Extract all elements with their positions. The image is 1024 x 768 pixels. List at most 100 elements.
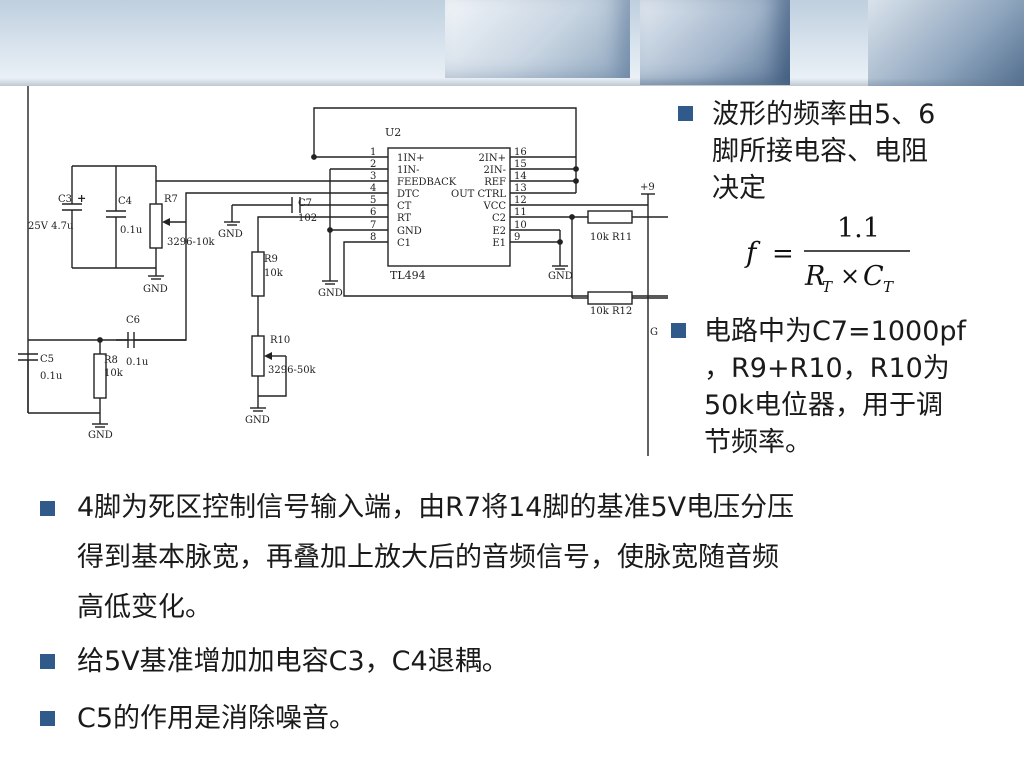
formula-c-subscript: T	[883, 278, 894, 296]
ic-pin-name: GND	[397, 226, 422, 237]
ic-pin-name: VCC	[482, 201, 506, 212]
ic-pin-name: 1IN+	[397, 153, 424, 164]
c3-value: 25V 4.7u	[28, 221, 74, 232]
bullet-frequency: 波形的频率由5、6 脚所接电容、电阻 决定	[678, 96, 1008, 207]
bullet-square-icon	[678, 106, 693, 121]
ic-pin-number: 10	[514, 220, 527, 231]
c7-value: 102	[298, 213, 317, 224]
ic-pin-number: 4	[370, 183, 376, 194]
tl494-circuit-diagram: U2 TL494 11IN+21IN-3FEEDBACK4DTC5CT6RT7G…	[18, 86, 668, 456]
ic-pin-name: 2IN+	[479, 153, 506, 164]
ic-left-pins	[366, 156, 388, 243]
formula-times: ×	[840, 262, 860, 290]
bullet-line: 决定	[712, 173, 766, 204]
bullet-line: 高低变化。	[77, 592, 212, 623]
slide-header-banner	[0, 0, 1024, 86]
bullet-square-icon	[40, 654, 55, 669]
r7-label: R7	[164, 194, 178, 205]
header-cube-decoration	[868, 0, 1024, 86]
bullet-text: 给5V基准增加加电容C3，C4退耦。	[77, 646, 509, 677]
r7-value: 3296-10k	[167, 237, 216, 248]
ic-pin-number: 1	[370, 147, 376, 158]
bullet-text: 电路中为C7=1000pf ，R9+R10，R10为 50k电位器，用于调 节频…	[704, 313, 966, 461]
ic-pin-number: 9	[514, 232, 520, 243]
bullet-line: ，R9+R10，R10为	[704, 353, 950, 384]
c4-value: 0.1u	[120, 225, 143, 236]
formula-r-subscript: T	[822, 278, 833, 296]
r8-value: 10k	[104, 368, 124, 379]
ic-pin-number: 7	[370, 220, 376, 231]
bullet-text: 波形的频率由5、6 脚所接电容、电阻 决定	[712, 96, 935, 207]
ic-pin-number: 15	[514, 159, 527, 170]
ic-pin-name: 2IN-	[484, 165, 506, 176]
bullet-square-icon	[40, 501, 55, 516]
header-shadow	[0, 78, 1024, 86]
gnd-label: GND	[218, 229, 243, 240]
bullet-noise: C5的作用是消除噪音。	[40, 697, 1000, 741]
edge-gnd-fragment: G	[650, 327, 658, 338]
ic-pin-number: 8	[370, 232, 376, 243]
gnd-label: GND	[318, 288, 343, 299]
ic-pin-name: C1	[397, 238, 411, 249]
ic-pin-name: DTC	[397, 189, 420, 200]
c3-label: C3	[58, 194, 72, 205]
c6-label: C6	[126, 315, 140, 326]
r10-value: 3296-50k	[268, 365, 317, 376]
bullet-text: 4脚为死区控制信号输入端，由R7将14脚的基准5V电压分压 得到基本脉宽，再叠加…	[77, 483, 794, 633]
ic-pin-number: 12	[514, 195, 527, 206]
ic-ref-label: U2	[385, 126, 401, 139]
formula-equals: =	[772, 239, 794, 269]
ic-pin-number: 14	[514, 171, 527, 182]
r10-label: R10	[270, 335, 290, 346]
c5-value: 0.1u	[40, 371, 63, 382]
ic-pin-number: 5	[370, 195, 376, 206]
c7-label: C7	[298, 198, 312, 209]
r9-value: 10k	[264, 268, 284, 279]
ic-pin-name: REF	[484, 177, 506, 188]
formula-f: f	[744, 236, 761, 269]
ic-pin-number: 11	[514, 207, 527, 218]
ic-pin-name: FEEDBACK	[397, 177, 457, 188]
tl494-ic-body	[387, 147, 511, 267]
c5-label: C5	[40, 354, 54, 365]
bullet-line: 得到基本脉宽，再叠加上放大后的音频信号，使脉宽随音频	[77, 542, 779, 573]
ic-pin-name: OUT CTRL	[451, 189, 506, 200]
bullet-line: 4脚为死区控制信号输入端，由R7将14脚的基准5V电压分压	[77, 492, 795, 523]
gnd-label: GND	[548, 271, 573, 282]
ic-pin-number: 2	[370, 159, 376, 170]
c3-polarity-mark: +	[77, 192, 86, 205]
r8-label: R8	[104, 355, 118, 366]
r9-label: R9	[264, 254, 278, 265]
c4-label: C4	[118, 196, 132, 207]
bullet-line: 电路中为C7=1000pf	[704, 316, 967, 347]
ic-pin-name: E2	[492, 226, 506, 237]
ic-pin-name: CT	[397, 201, 412, 212]
ic-right-pins	[510, 156, 535, 243]
ic-pin-number: 6	[370, 207, 376, 218]
ic-pin-name: C2	[492, 213, 506, 224]
bullet-line: 节频率。	[704, 427, 812, 458]
formula-c: C	[863, 261, 884, 292]
header-cube-decoration	[445, 0, 630, 78]
gnd-label: GND	[143, 284, 168, 295]
bullet-circuit-values: 电路中为C7=1000pf ，R9+R10，R10为 50k电位器，用于调 节频…	[671, 313, 1021, 461]
ic-pin-number: 13	[514, 183, 527, 194]
formula-numerator: 1.1	[837, 213, 880, 244]
header-cube-decoration	[640, 0, 790, 85]
bullet-line: 脚所接电容、电阻	[712, 136, 928, 167]
gnd-label: GND	[245, 415, 270, 426]
vplus-label: +9	[640, 182, 655, 193]
bullet-decoupling: 给5V基准增加加电容C3，C4退耦。	[40, 640, 1000, 684]
c6-value: 0.1u	[126, 357, 149, 368]
ic-pin-number: 16	[514, 147, 527, 158]
frequency-formula: f = 1.1 R T × C T	[744, 213, 910, 296]
bullet-square-icon	[40, 711, 55, 726]
ic-pin-name: 1IN-	[397, 165, 419, 176]
formula-r: R	[804, 261, 825, 292]
ic-model-label: TL494	[390, 269, 426, 282]
bullet-text: C5的作用是消除噪音。	[77, 703, 357, 734]
r12-label: 10k R12	[590, 306, 632, 317]
ic-pin-name: RT	[397, 213, 411, 224]
